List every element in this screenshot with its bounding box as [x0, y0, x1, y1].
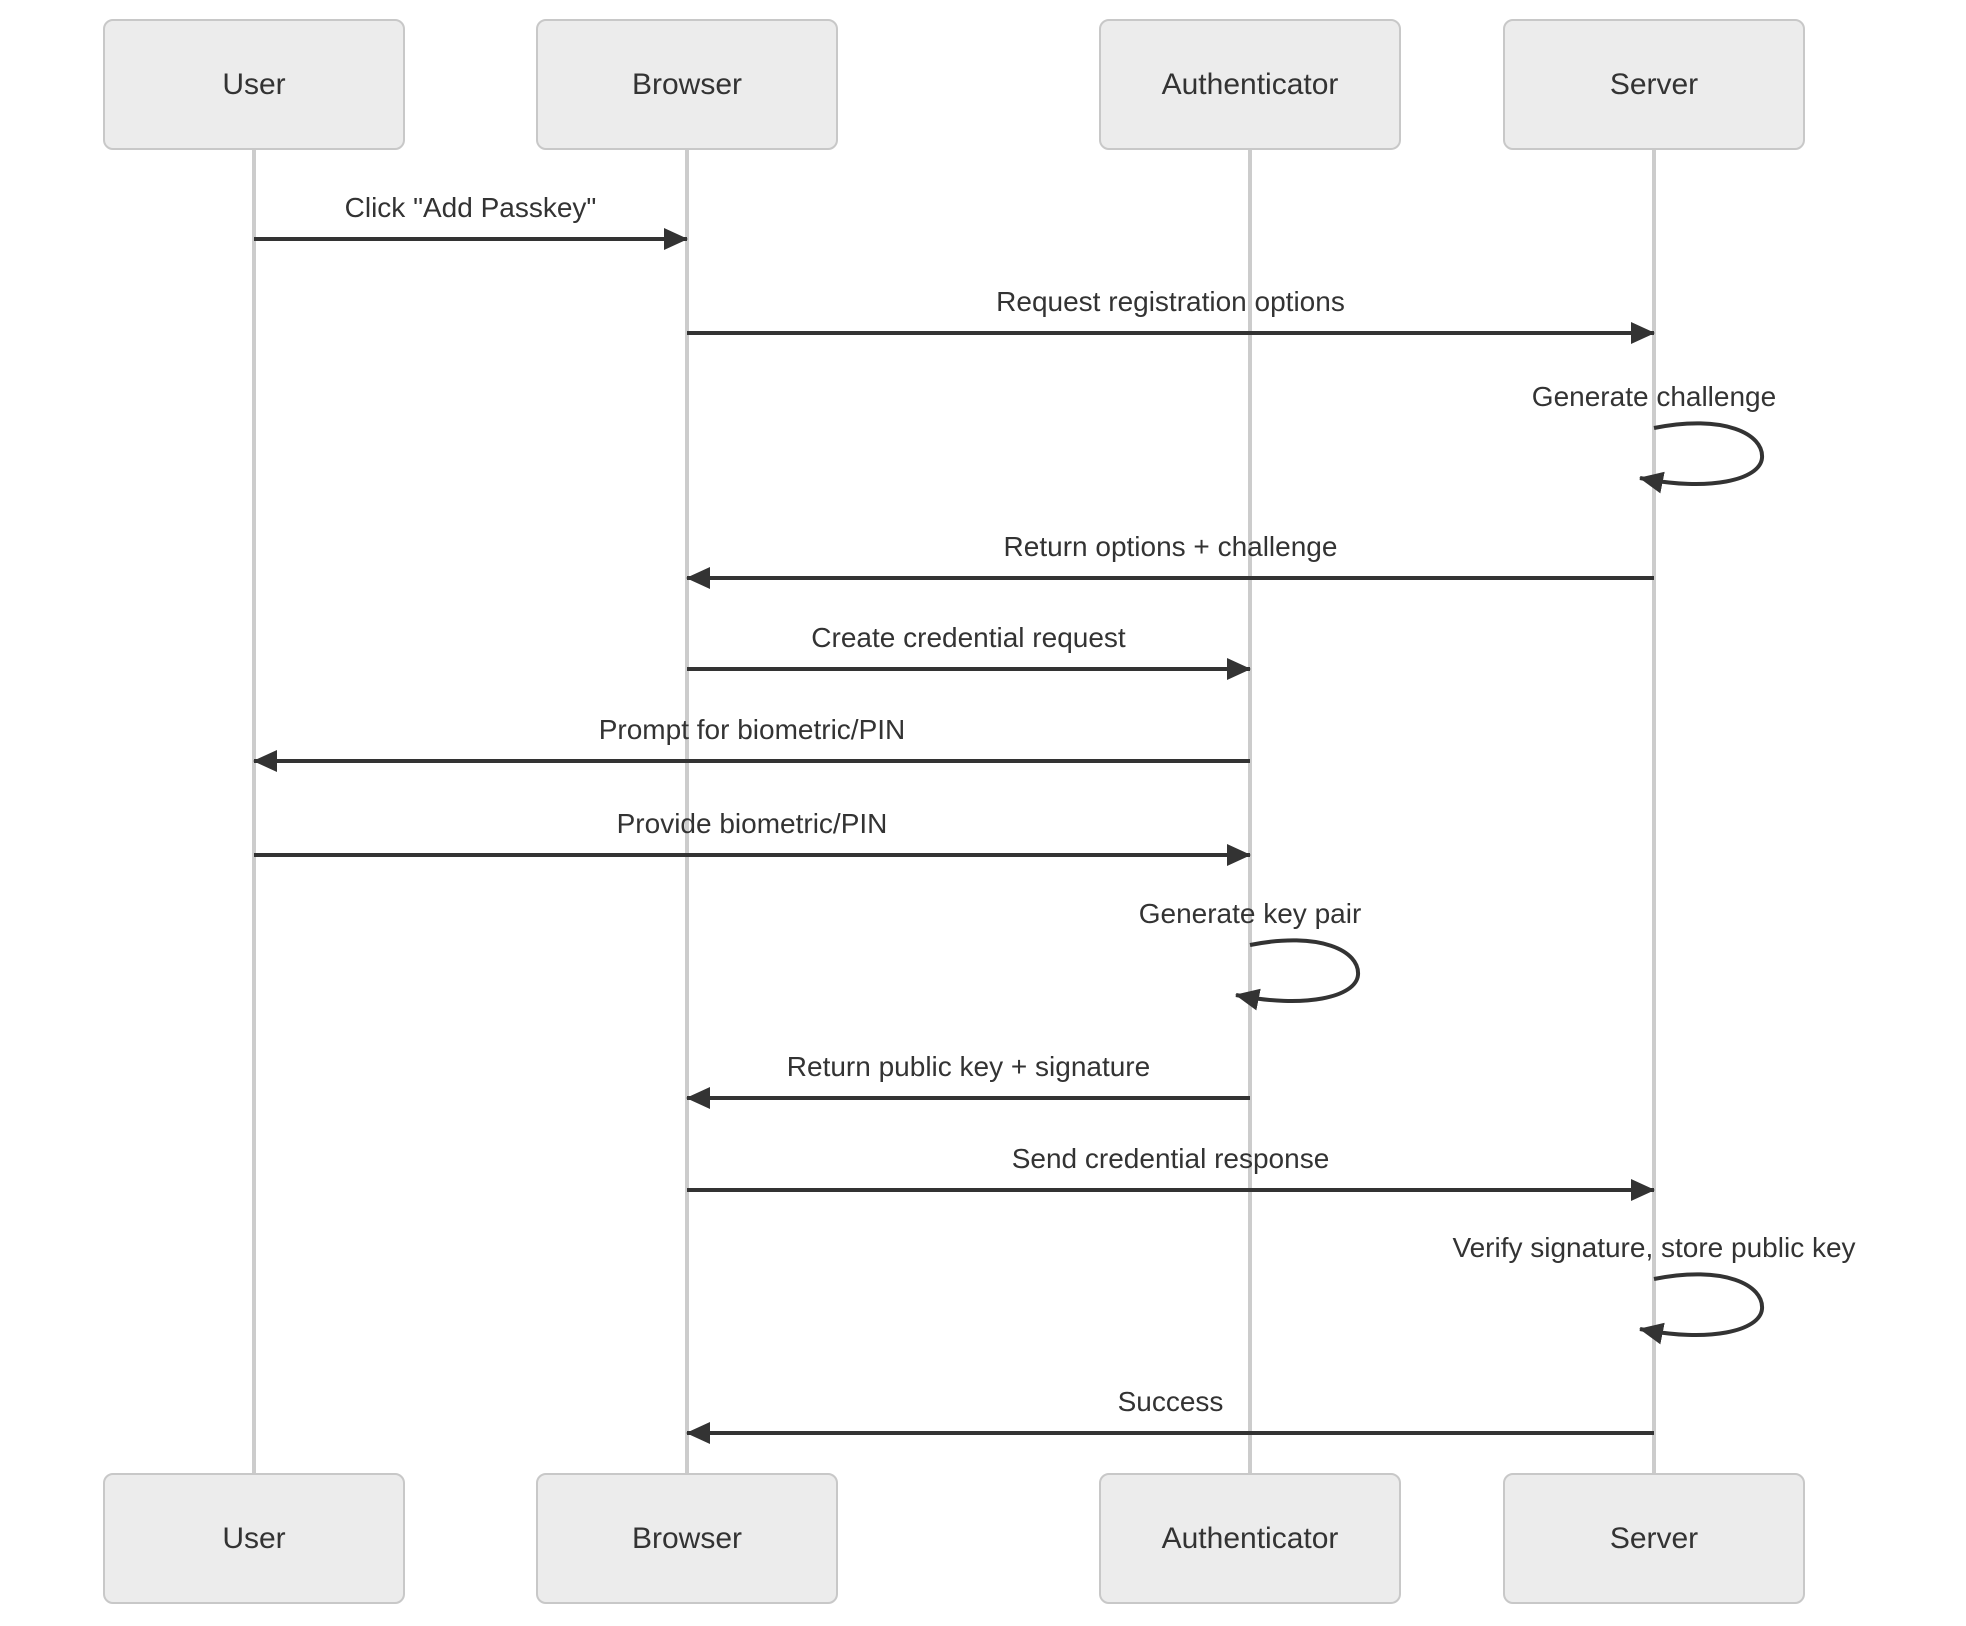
actor-box-bottom-browser: Browser	[536, 1473, 838, 1604]
actor-label: Server	[1609, 67, 1699, 101]
actor-label: Browser	[631, 67, 743, 101]
message-label: Return options + challenge	[1003, 531, 1338, 562]
message-label: Verify signature, store public key	[1452, 1232, 1856, 1263]
actor-box-top-browser: Browser	[536, 19, 838, 150]
actor-label: Authenticator	[1161, 67, 1339, 101]
message-label: Return public key + signature	[786, 1051, 1151, 1082]
actor-label: Browser	[631, 1521, 743, 1555]
self-message-arrow	[1639, 421, 1765, 494]
message-label: Send credential response	[1011, 1143, 1330, 1174]
message-label: Success	[1117, 1386, 1224, 1417]
message-label: Provide biometric/PIN	[616, 808, 888, 839]
lifeline-server	[1652, 150, 1656, 1473]
actor-label: Server	[1609, 1521, 1699, 1555]
lifeline-authenticator	[1248, 150, 1252, 1473]
actor-box-top-server: Server	[1503, 19, 1805, 150]
self-message-arrow	[1639, 1272, 1765, 1345]
message-label: Create credential request	[811, 622, 1126, 653]
lifeline-user	[252, 150, 256, 1473]
actor-label: User	[222, 1521, 286, 1555]
actor-box-top-authenticator: Authenticator	[1099, 19, 1401, 150]
lifeline-browser	[685, 150, 689, 1473]
message-label: Generate challenge	[1531, 381, 1777, 412]
self-message-arrow	[1235, 938, 1361, 1011]
actor-label: Authenticator	[1161, 1521, 1339, 1555]
message-label: Request registration options	[996, 286, 1345, 317]
message-label: Click "Add Passkey"	[344, 192, 597, 223]
actor-box-bottom-server: Server	[1503, 1473, 1805, 1604]
message-label: Generate key pair	[1138, 898, 1362, 929]
message-label: Prompt for biometric/PIN	[598, 714, 906, 745]
actor-box-bottom-authenticator: Authenticator	[1099, 1473, 1401, 1604]
actor-box-bottom-user: User	[103, 1473, 405, 1604]
actor-label: User	[222, 67, 286, 101]
actor-box-top-user: User	[103, 19, 405, 150]
